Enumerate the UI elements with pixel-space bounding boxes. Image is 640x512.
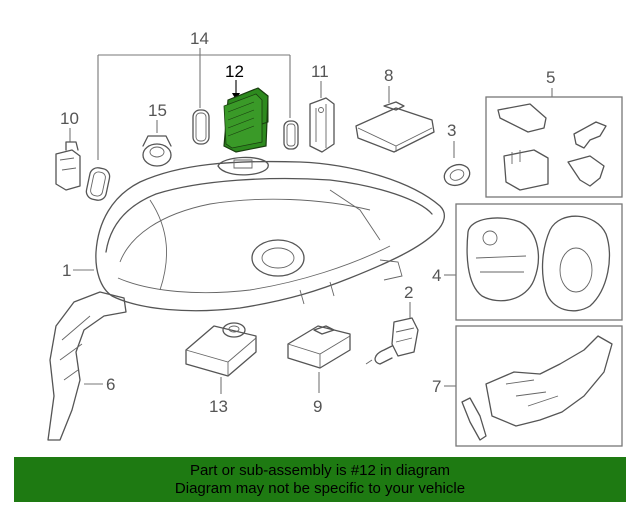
callout-6: 6 (106, 375, 115, 394)
callout-8: 8 (384, 66, 393, 85)
callout-1: 1 (62, 261, 71, 280)
callout-11: 11 (311, 62, 329, 81)
callout-15: 15 (148, 101, 167, 120)
parts-diagram: 14 12 11 8 5 15 10 3 1 4 2 6 7 13 9 (47, 29, 623, 447)
part-15-sensor (142, 135, 172, 167)
part-6-air-duct (47, 291, 127, 441)
part-9-ballast (287, 325, 351, 369)
callout-2: 2 (404, 283, 413, 302)
callout-10: 10 (60, 109, 79, 128)
banner-line-2: Diagram may not be specific to your vehi… (174, 480, 466, 497)
part-12-control-module (223, 87, 269, 153)
part-13-module (185, 322, 257, 377)
part-2-bulb (365, 317, 419, 365)
callout-12: 12 (225, 62, 244, 81)
part-5-box (485, 96, 623, 198)
banner-line-1: Part or sub-assembly is #12 in diagram (189, 462, 451, 479)
leader-lines (69, 48, 553, 394)
callout-14: 14 (190, 29, 209, 48)
callout-7: 7 (432, 377, 441, 396)
callout-13: 13 (209, 397, 228, 416)
part-3-ring (443, 163, 471, 187)
part-11-bracket (309, 97, 335, 153)
part-10-socket (55, 141, 81, 191)
part-7-box (455, 325, 623, 447)
part-4-box (455, 203, 623, 321)
callout-9: 9 (313, 397, 322, 416)
part-14-gaskets (85, 109, 299, 201)
callout-3: 3 (447, 121, 456, 140)
part-1-headlamp (95, 156, 446, 312)
callout-5: 5 (546, 68, 555, 87)
callout-4: 4 (432, 266, 441, 285)
part-8-ballast (355, 101, 435, 153)
info-banner: Part or sub-assembly is #12 in diagram D… (14, 457, 626, 502)
